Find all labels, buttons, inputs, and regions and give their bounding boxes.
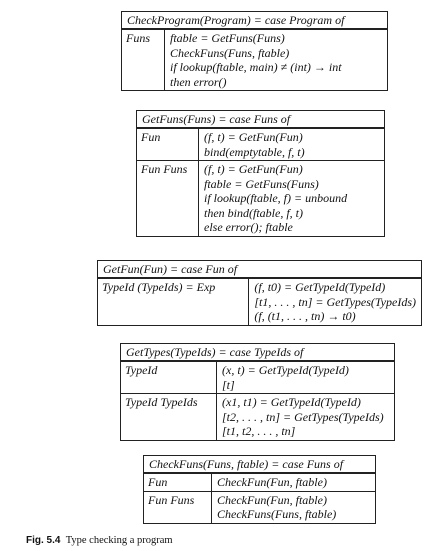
rule-line: [t1, . . . , tn] = GetTypes(TypeIds)	[254, 294, 416, 309]
rule-line: CheckFuns(Funs, ftable)	[217, 507, 337, 521]
rule-line: CheckFun(Fun, ftable)	[217, 475, 327, 489]
rule-line: ftable = GetFuns(Funs)	[170, 31, 285, 45]
rule-table-checkfuns: CheckFuns(Funs, ftable) = case Funs of F…	[143, 455, 376, 524]
rule-pattern: Fun Funs	[137, 161, 199, 236]
rule-line: (f, t0) = GetTypeId(TypeId)	[254, 280, 386, 294]
rule-line: (f, t) = GetFun(Fun)	[204, 162, 303, 176]
rule-header: CheckProgram(Program) = case Program of	[122, 12, 387, 29]
caption-text: Type checking a program	[65, 535, 173, 546]
rule-line: [t1, t2, . . . , tn]	[222, 424, 296, 438]
rule-body: (f, t) = GetFun(Fun) ftable = GetFuns(Fu…	[199, 161, 384, 236]
rule-line: [t]	[222, 377, 235, 392]
rule-header: GetFuns(Funs) = case Funs of	[137, 111, 384, 128]
rule-line: then bind(ftable, f, t)	[204, 205, 303, 220]
rule-header: GetFun(Fun) = case Fun of	[98, 261, 421, 278]
rule-row: Fun Funs (f, t) = GetFun(Fun) ftable = G…	[137, 160, 384, 236]
rule-table-checkprogram: CheckProgram(Program) = case Program of …	[121, 11, 388, 91]
rule-line: bind(emptytable, f, t)	[204, 144, 305, 159]
rule-table-getfuns: GetFuns(Funs) = case Funs of Fun (f, t) …	[136, 110, 385, 237]
rule-line: else error(); ftable	[204, 220, 293, 234]
figure-number: Fig. 5.4	[26, 535, 61, 546]
rule-line: (f, (t1, . . . , tn) → t0)	[254, 309, 356, 323]
rule-row: Fun (f, t) = GetFun(Fun) bind(emptytable…	[137, 128, 384, 160]
rule-body: CheckFun(Fun, ftable)	[212, 474, 375, 491]
rule-body: ftable = GetFuns(Funs) CheckFuns(Funs, f…	[165, 30, 387, 90]
figure-caption: Fig. 5.4 Type checking a program	[26, 535, 173, 546]
rule-line: CheckFuns(Funs, ftable)	[170, 45, 290, 60]
rule-pattern: TypeId	[121, 362, 217, 393]
rule-line: ftable = GetFuns(Funs)	[204, 176, 319, 191]
rule-body: (x, t) = GetTypeId(TypeId) [t]	[217, 362, 394, 393]
rule-row: TypeId TypeIds (x1, t1) = GetTypeId(Type…	[121, 393, 394, 440]
rule-pattern: Fun	[137, 129, 199, 160]
rule-body: CheckFun(Fun, ftable) CheckFuns(Funs, ft…	[212, 492, 375, 523]
rule-row: Fun Funs CheckFun(Fun, ftable) CheckFuns…	[144, 490, 375, 523]
rule-row: Funs ftable = GetFuns(Funs) CheckFuns(Fu…	[122, 29, 387, 90]
rule-header: CheckFuns(Funs, ftable) = case Funs of	[144, 456, 375, 473]
rule-line: (f, t) = GetFun(Fun)	[204, 130, 303, 144]
rule-pattern: Fun	[144, 474, 212, 491]
rule-line: (x, t) = GetTypeId(TypeId)	[222, 363, 349, 377]
rule-header: GetTypes(TypeIds) = case TypeIds of	[121, 344, 394, 361]
rule-pattern: TypeId TypeIds	[121, 394, 217, 440]
rule-line: (x1, t1) = GetTypeId(TypeId)	[222, 395, 361, 409]
rule-row: Fun CheckFun(Fun, ftable)	[144, 473, 375, 491]
rule-table-gettypes: GetTypes(TypeIds) = case TypeIds of Type…	[120, 343, 395, 441]
rule-pattern: Fun Funs	[144, 491, 212, 523]
rule-pattern: TypeId (TypeIds) = Exp	[98, 279, 250, 325]
rule-line: CheckFun(Fun, ftable)	[217, 492, 327, 507]
rule-row: TypeId (x, t) = GetTypeId(TypeId) [t]	[121, 361, 394, 393]
rule-table-getfun: GetFun(Fun) = case Fun of TypeId (TypeId…	[97, 260, 422, 326]
rule-line: [t2, . . . , tn] = GetTypes(TypeIds)	[222, 409, 384, 424]
rule-body: (x1, t1) = GetTypeId(TypeId) [t2, . . . …	[217, 394, 394, 440]
rule-pattern: Funs	[122, 30, 165, 90]
rule-line: if lookup(ftable, main) ≠ (int) → int	[170, 60, 342, 74]
rule-row: TypeId (TypeIds) = Exp (f, t0) = GetType…	[98, 278, 421, 325]
rule-line: then error()	[170, 74, 227, 89]
rule-line: if lookup(ftable, f) = unbound	[204, 191, 348, 205]
rule-body: (f, t0) = GetTypeId(TypeId) [t1, . . . ,…	[249, 279, 421, 325]
rule-body: (f, t) = GetFun(Fun) bind(emptytable, f,…	[199, 129, 384, 160]
